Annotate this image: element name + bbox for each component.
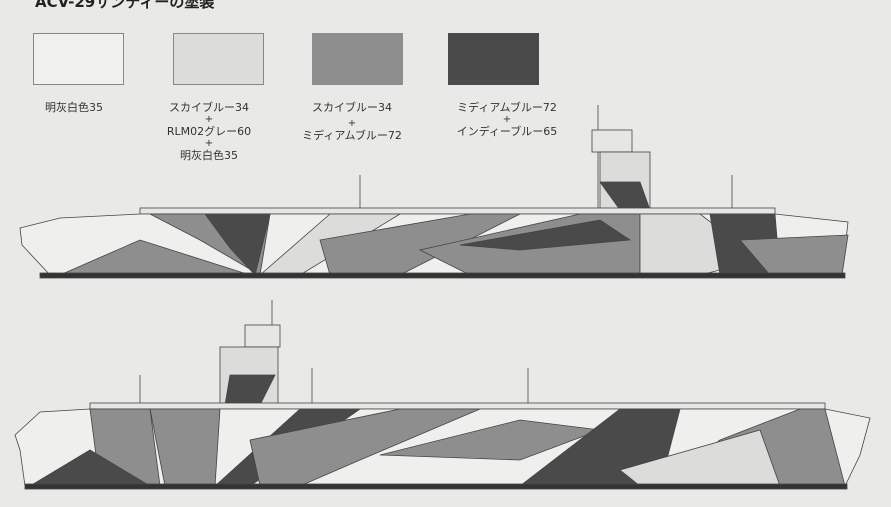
plus-sign: + <box>204 138 214 149</box>
color-label-3: スカイブルー34 + ミディアムブルー72 <box>277 100 427 143</box>
label-line: ミディアムブルー72 <box>457 101 557 114</box>
island-upper <box>244 324 281 348</box>
label-line: スカイブルー34 <box>169 101 249 114</box>
color-swatch-1 <box>33 33 124 85</box>
color-swatch-3 <box>312 33 403 85</box>
ship-profile-port <box>14 300 871 490</box>
waterline <box>39 272 846 279</box>
flight-deck <box>139 207 776 215</box>
island-upper <box>591 129 633 153</box>
label-line: 明灰白色35 <box>45 101 103 114</box>
flight-deck <box>89 402 826 410</box>
color-label-4: ミディアムブルー72 + インディーブルー65 <box>432 100 582 139</box>
color-swatch-2 <box>173 33 264 85</box>
color-label-1: 明灰白色35 <box>0 100 149 115</box>
color-swatch-4 <box>448 33 539 85</box>
label-line: インディーブルー65 <box>456 125 558 138</box>
page-title: ACV-29サンティーの塗装 <box>35 0 215 11</box>
plus-sign: + <box>502 114 512 125</box>
waterline <box>24 483 848 490</box>
label-line: スカイブルー34 <box>312 101 392 114</box>
label-line: ミディアムブルー72 <box>302 129 402 142</box>
plus-sign: + <box>347 118 357 129</box>
plus-sign: + <box>204 114 214 125</box>
label-line: RLM02グレー60 <box>166 125 252 138</box>
camo-patch <box>459 219 632 251</box>
label-line: 明灰白色35 <box>180 149 238 162</box>
color-label-2: スカイブルー34 + RLM02グレー60 + 明灰白色35 <box>134 100 284 163</box>
ship-profile-starboard <box>19 105 849 279</box>
